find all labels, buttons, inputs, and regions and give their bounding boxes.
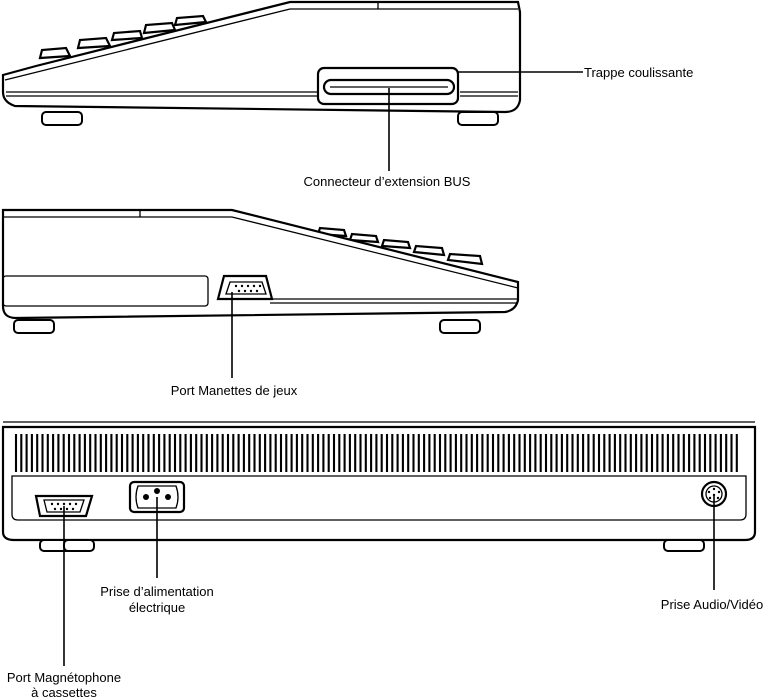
foot <box>457 111 499 126</box>
foot <box>41 111 83 126</box>
vent-slots <box>14 434 738 472</box>
foot <box>439 319 481 334</box>
rear-vent-grille <box>12 432 746 474</box>
foot <box>13 319 55 334</box>
label-bus-connector: Connecteur d’extension BUS <box>304 174 471 189</box>
label-sliding-hatch: Trappe coulissante <box>584 65 693 80</box>
keycaps-left-view <box>316 226 484 266</box>
keycaps-right-view <box>38 14 208 60</box>
rear-view <box>1 421 757 552</box>
label-tape-port-line2: à cassettes <box>31 685 97 699</box>
side-panel <box>2 275 209 307</box>
left-side-view <box>1 208 520 334</box>
left-side-housing <box>1 208 520 320</box>
foot <box>63 539 95 552</box>
right-side-view <box>1 0 522 126</box>
label-power-socket-line2: électrique <box>129 600 185 615</box>
label-joystick-port: Port Manettes de jeux <box>171 383 298 398</box>
label-tape-port-line1: Port Magnétophone <box>7 670 121 685</box>
label-power-socket-line1: Prise d’alimentation <box>100 584 213 599</box>
label-audio-video-socket: Prise Audio/Vidéo <box>661 597 763 612</box>
foot <box>663 539 705 552</box>
